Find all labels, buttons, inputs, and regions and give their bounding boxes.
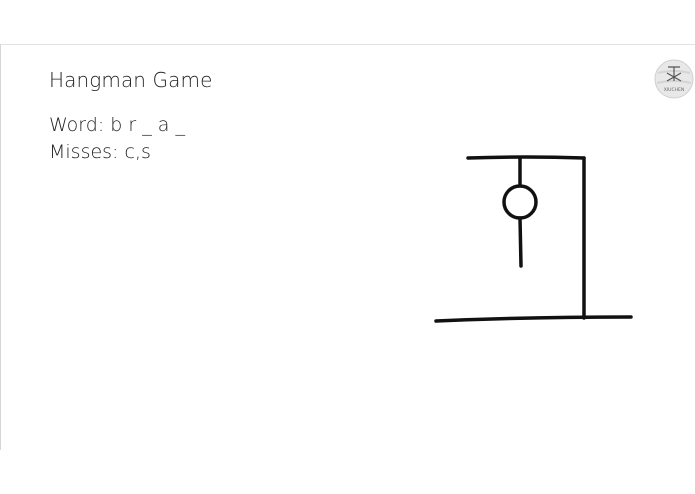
seal-logo-icon: XIUCHEN: [654, 59, 694, 99]
hangman-drawing: [420, 140, 650, 340]
gallows-beam: [466, 155, 586, 160]
misses-label: Misses:: [49, 141, 119, 163]
word-status: Word: b r _ a _: [49, 114, 185, 136]
word-label: Word:: [49, 114, 105, 136]
logo-text: XIUCHEN: [664, 87, 684, 93]
hangman-head: [502, 184, 538, 220]
misses-status: Misses: c,s: [49, 141, 151, 163]
gallows-base: [434, 315, 633, 323]
bottom-margin: [0, 450, 695, 494]
hangman-body: [518, 216, 523, 268]
left-divider: [0, 44, 1, 450]
word-display: b r _ a _: [110, 114, 185, 136]
game-title: Hangman Game: [49, 68, 213, 92]
misses-display: c,s: [124, 141, 151, 163]
top-divider: [0, 44, 695, 45]
